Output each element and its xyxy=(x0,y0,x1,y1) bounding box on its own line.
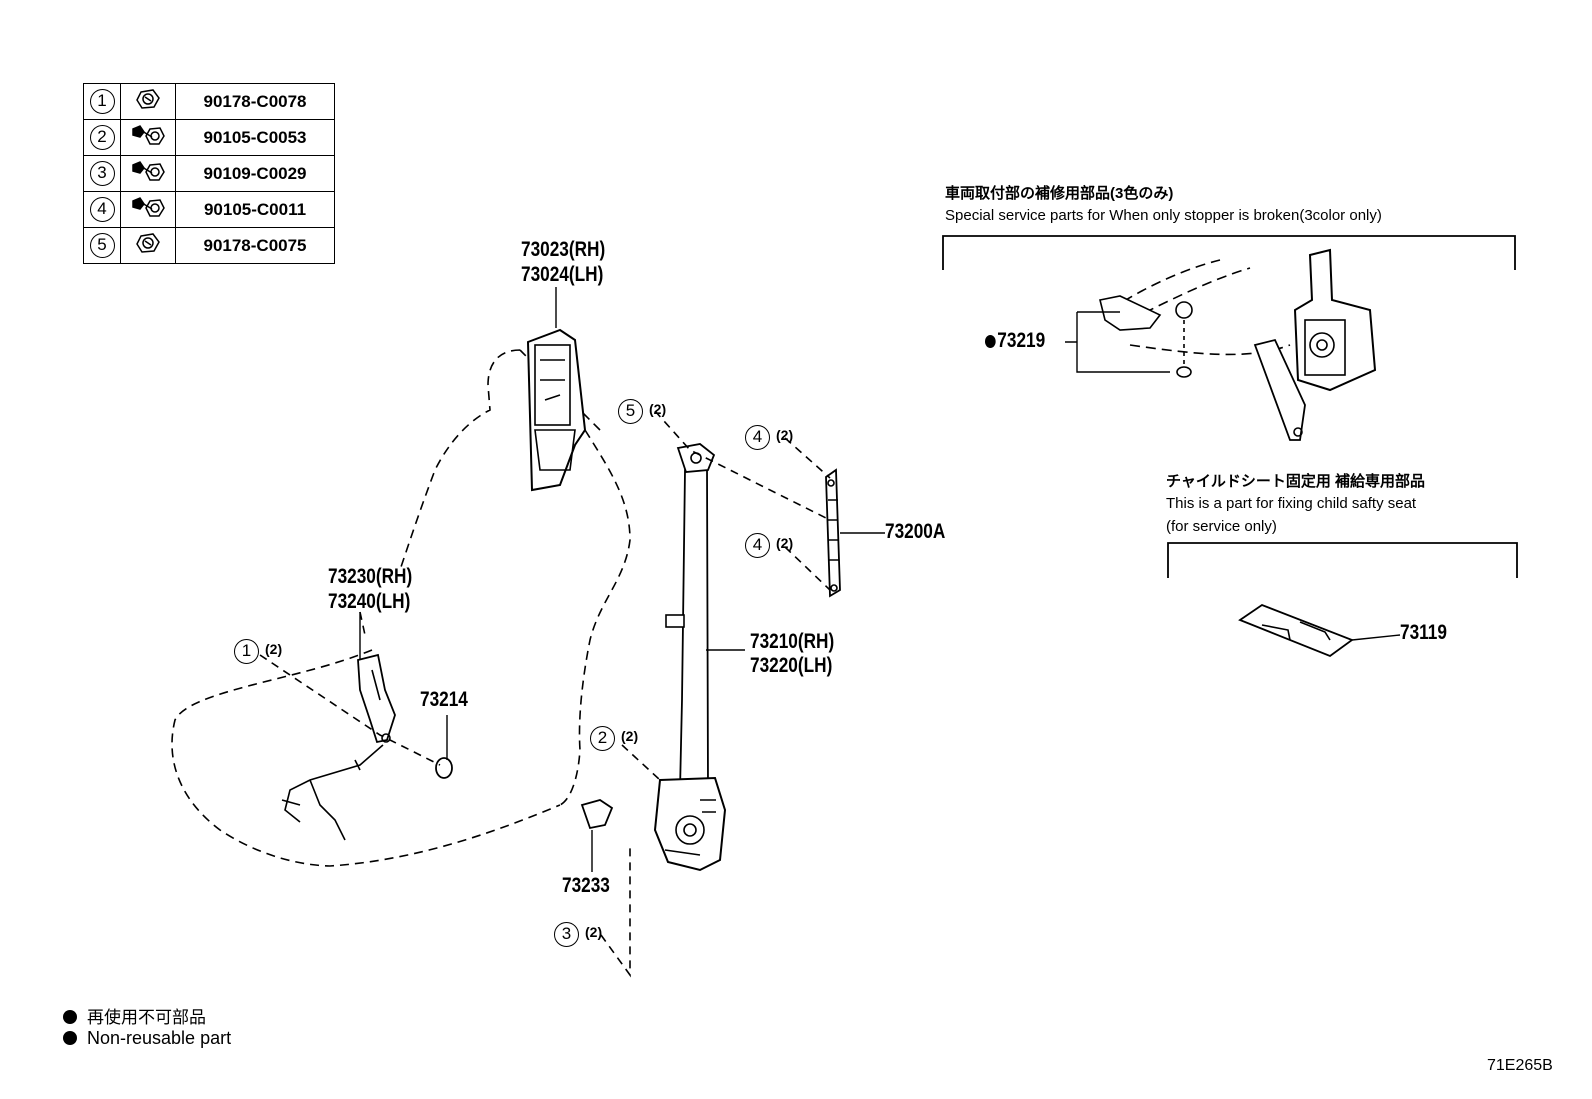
inner-buckle-part xyxy=(281,653,396,841)
bullet-icon xyxy=(63,1010,77,1024)
ref-5: 5(2) xyxy=(618,399,666,424)
outer-belt-part xyxy=(653,443,727,872)
legend-en: Non-reusable part xyxy=(63,1028,231,1049)
ref-2: 2(2) xyxy=(590,726,638,751)
fastener-part-number: 90105-C0053 xyxy=(175,119,335,156)
fastener-part-number: 90178-C0075 xyxy=(175,227,335,264)
legend-jp: 再使用不可部品 xyxy=(63,1003,206,1028)
fastener-table: 1 90178-C0078 2 90105-C0053 3 90109-C0029 4 901… xyxy=(83,83,335,264)
callout-73200A: 73200A xyxy=(885,520,946,543)
callout-73233: 73233 xyxy=(562,874,610,897)
callout-73214: 73214 xyxy=(420,688,468,711)
callout-73024: 73024(LH) xyxy=(521,263,604,286)
diagram-code: 71E265B xyxy=(1487,1057,1553,1074)
child-seat-part xyxy=(1238,603,1401,658)
height-adjuster-part xyxy=(825,468,841,598)
seat-outline xyxy=(171,349,631,867)
fastener-part-number: 90109-C0029 xyxy=(175,155,335,192)
fastener-part-number: 90178-C0078 xyxy=(175,83,335,120)
child-seat-title-jp: チャイルドシート固定用 補給専用部品 xyxy=(1166,473,1426,490)
callout-73220: 73220(LH) xyxy=(750,654,833,677)
ref-4-lower: 4(2) xyxy=(745,533,793,558)
fastener-row: 4 90105-C0011 xyxy=(83,191,335,228)
non-reusable-bullet-icon xyxy=(985,335,996,348)
special-service-title-en: Special service parts for When only stop… xyxy=(945,207,1382,224)
child-seat-line2: (for service only) xyxy=(1166,518,1277,535)
nut-icon xyxy=(120,227,176,264)
callout-73119: 73119 xyxy=(1400,621,1447,644)
fastener-row: 3 90109-C0029 xyxy=(83,155,335,192)
fastener-number: 4 xyxy=(89,197,115,222)
ref-3: 3(2) xyxy=(554,922,602,947)
pillar-trim-part xyxy=(526,328,587,492)
nut-icon xyxy=(120,83,176,120)
bolt-icon xyxy=(120,155,176,192)
stopper-assembly-part xyxy=(1076,248,1377,441)
special-service-title-jp: 車両取付部の補修用部品(3色のみ) xyxy=(945,185,1174,202)
child-seat-line1: This is a part for fixing child safty se… xyxy=(1166,495,1417,512)
fastener-number: 5 xyxy=(89,233,115,258)
callout-73230: 73230(RH) xyxy=(328,565,413,588)
washer-part xyxy=(435,757,453,779)
fastener-number: 2 xyxy=(89,125,115,150)
service-bracket xyxy=(942,235,1516,270)
callout-73210: 73210(RH) xyxy=(750,630,835,653)
callout-73240: 73240(LH) xyxy=(328,590,411,613)
callout-73023: 73023(RH) xyxy=(521,238,606,261)
fastener-row: 5 90178-C0075 xyxy=(83,227,335,264)
ref-4-upper: 4(2) xyxy=(745,425,793,450)
bullet-icon xyxy=(63,1031,77,1045)
fastener-row: 1 90178-C0078 xyxy=(83,83,335,120)
cover-part xyxy=(580,799,614,830)
ref-1: 1(2) xyxy=(234,639,282,664)
fastener-row: 2 90105-C0053 xyxy=(83,119,335,156)
childseat-bracket xyxy=(1167,542,1518,578)
callout-73219: 73219 xyxy=(985,329,1045,353)
fastener-part-number: 90105-C0011 xyxy=(175,191,335,228)
fastener-number: 1 xyxy=(89,89,115,114)
leader-lines xyxy=(359,287,1077,872)
fastener-number: 3 xyxy=(89,161,115,186)
